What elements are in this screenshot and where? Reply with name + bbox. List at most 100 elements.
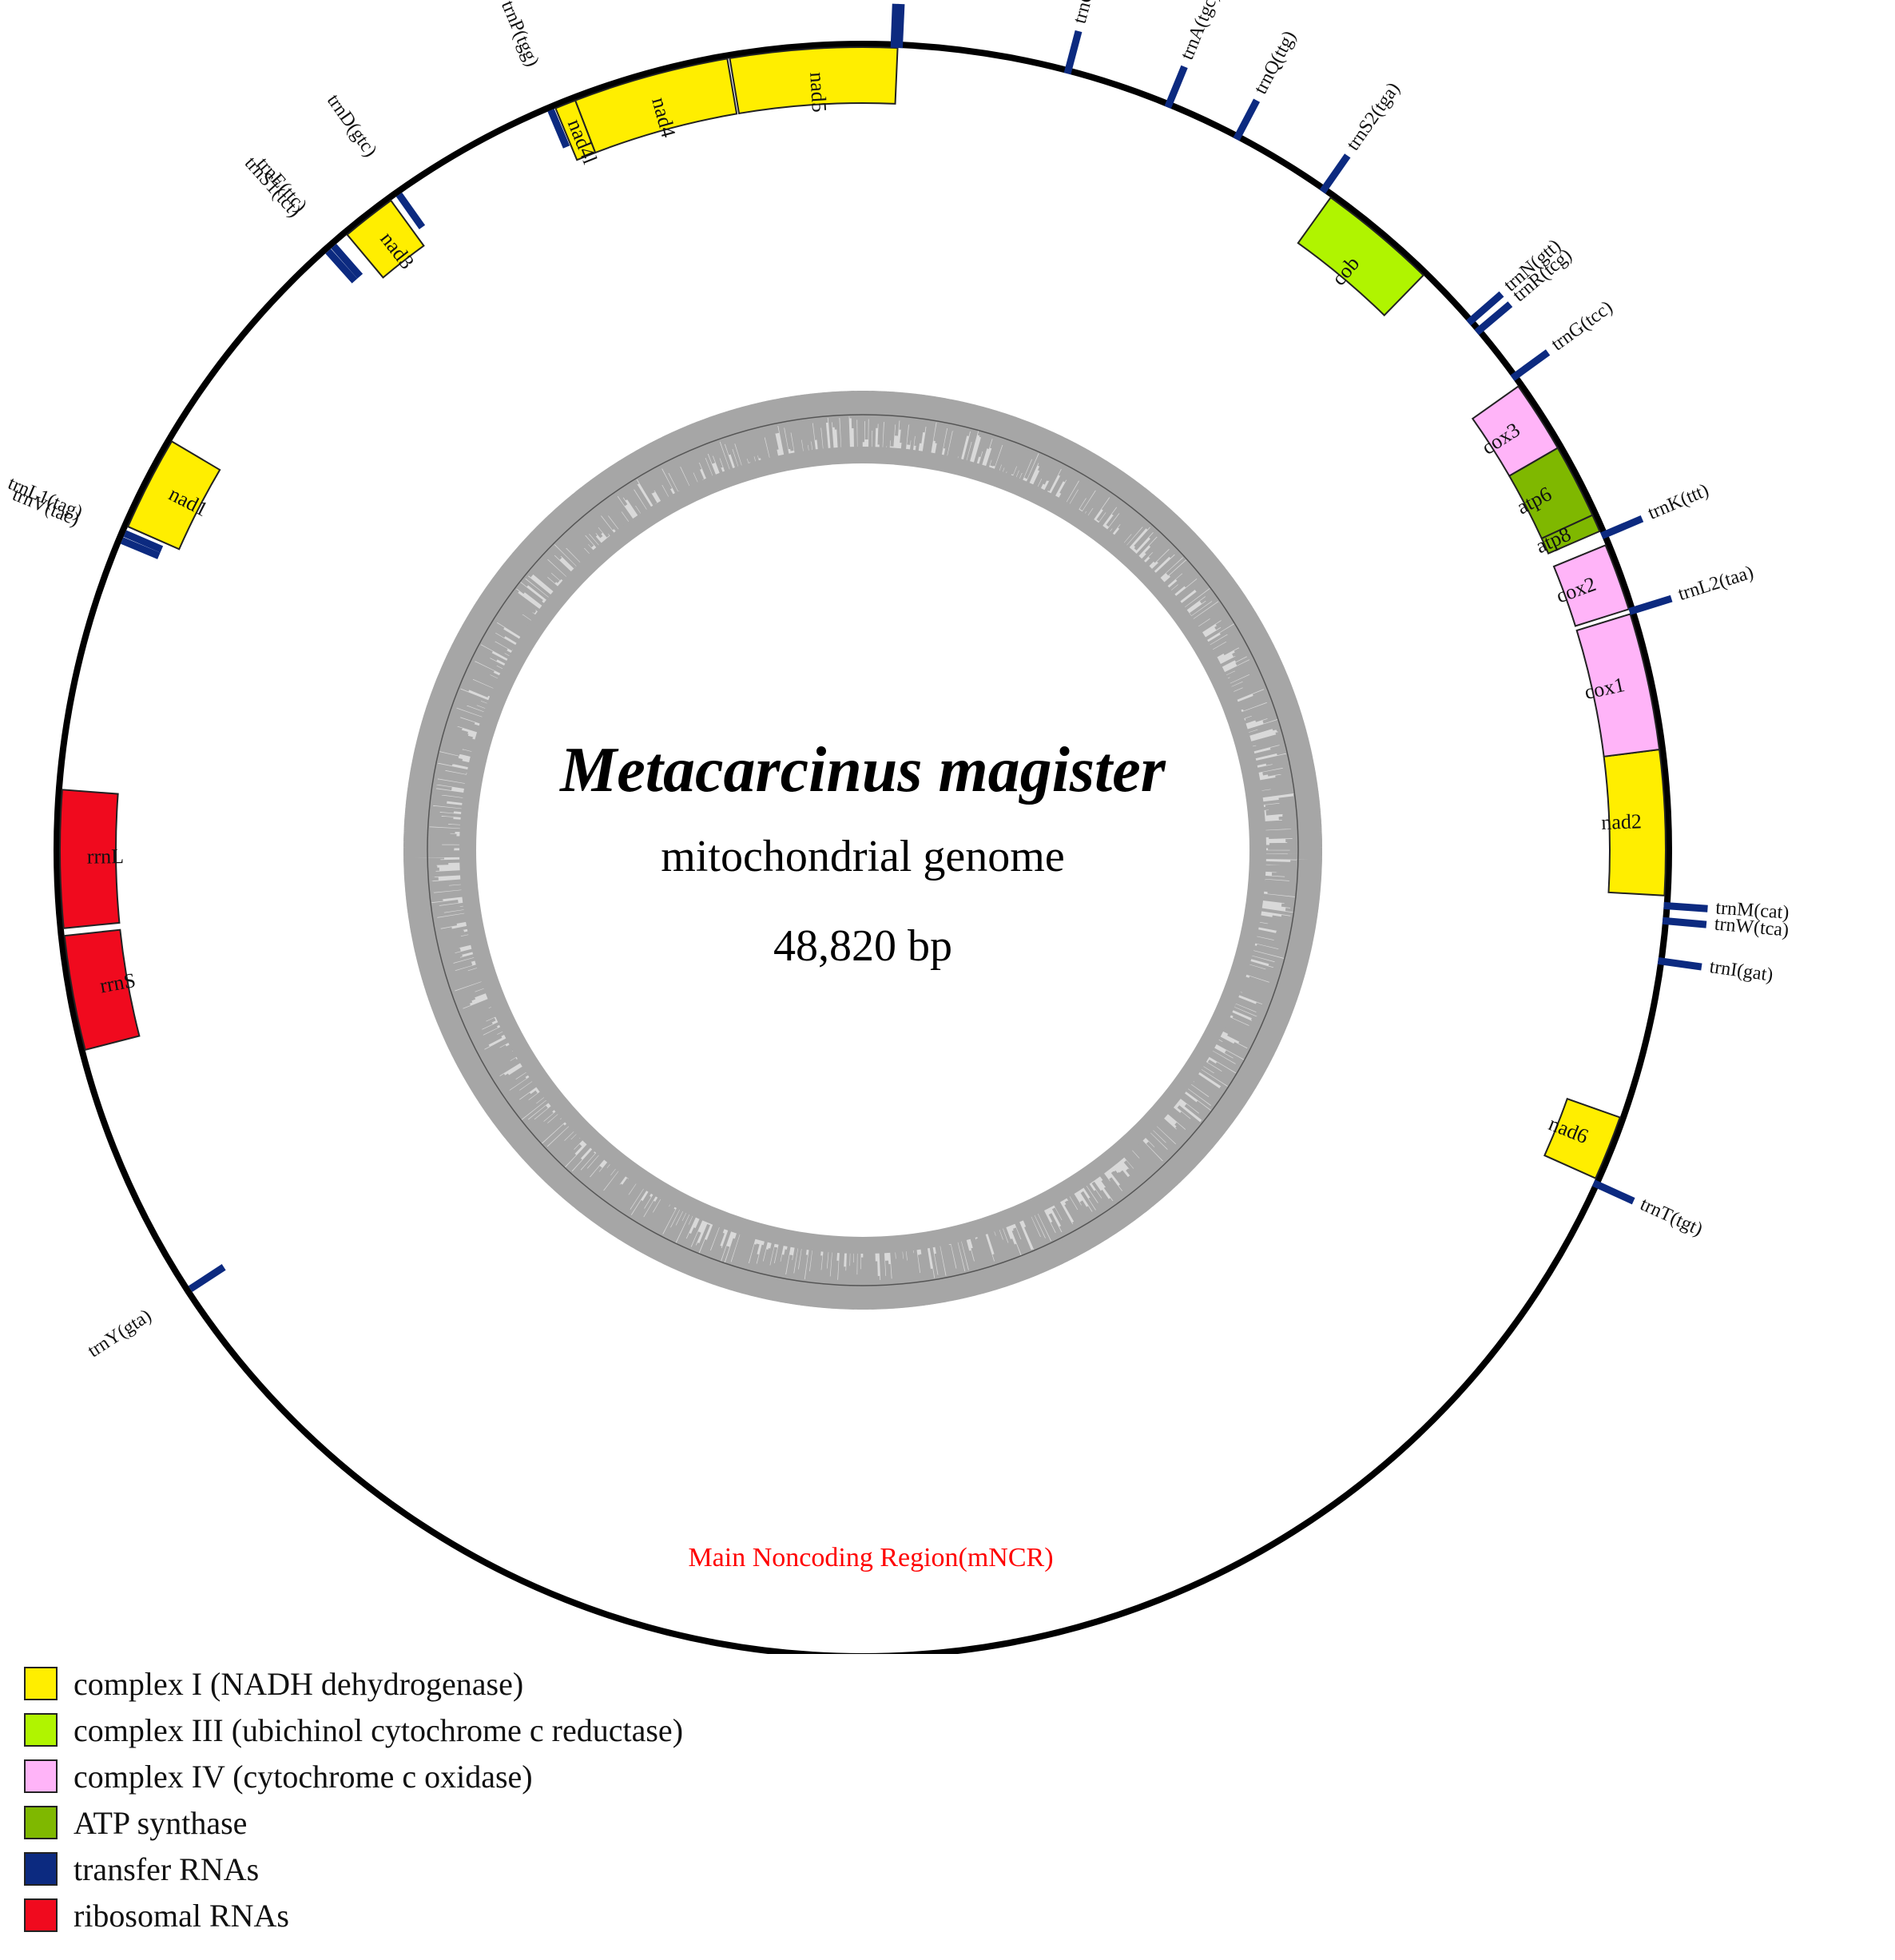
- trna-label: trnA(tgc): [1177, 0, 1223, 63]
- trna-trnq-ttg: trnQ(ttg): [1233, 28, 1301, 141]
- trna-label: trnS2(tga): [1343, 79, 1404, 155]
- trna-tick: [1466, 291, 1504, 326]
- trna-trnt-tgt: trnT(tgt): [1591, 1179, 1706, 1240]
- feature-block: [59, 789, 121, 929]
- trna-tick: [1657, 957, 1702, 971]
- trna-trnc-gca: trnC(gca): [1063, 0, 1109, 75]
- feature-nad6: nad6: [1543, 1097, 1621, 1180]
- feature-cox2: cox2: [1552, 544, 1630, 627]
- trna-tick: [1628, 594, 1673, 615]
- legend: complex I (NADH dehydrogenase) complex I…: [24, 1660, 683, 1938]
- gc-midline: [427, 414, 1299, 1286]
- feature-block: [554, 99, 597, 161]
- trna-tick: [1474, 301, 1513, 336]
- trna-trnl2-taa: trnL2(taa): [1628, 562, 1756, 615]
- genome-length: 48,820 bp: [773, 921, 952, 971]
- legend-item-transfer-rnas: transfer RNAs: [24, 1846, 683, 1892]
- genome-map: nad4nad4lnad5nad3nad1nad2nad6cobcox3cox2…: [5, 0, 1790, 1654]
- feature-block: [1575, 613, 1661, 757]
- legend-label: complex I (NADH dehydrogenase): [73, 1665, 524, 1702]
- trna-label: trnP(tgg): [497, 0, 543, 70]
- feature-label: nad5: [805, 71, 831, 113]
- feature-block: [729, 46, 899, 115]
- trna-tick: [120, 537, 161, 559]
- trna-tick: [1663, 901, 1708, 912]
- feature-cox1: cox1: [1575, 613, 1661, 757]
- legend-label: complex IV (cytochrome c oxidase): [73, 1758, 533, 1795]
- trna-label: trnY(gta): [84, 1306, 155, 1362]
- feature-block: [346, 199, 425, 279]
- legend-label: ribosomal RNAs: [73, 1897, 289, 1934]
- legend-swatch: [24, 1713, 58, 1747]
- trna-tick: [547, 109, 570, 149]
- feature-block: [63, 928, 141, 1052]
- trna-tick: [331, 244, 364, 279]
- trna-trnh-gtg: trnH(gtg): [890, 3, 900, 48]
- feature-cox3: cox3: [1471, 385, 1559, 478]
- trna-label: trnG(tcc): [1547, 297, 1616, 356]
- center-disc: [476, 463, 1249, 1237]
- species-name: Metacarcinus magister: [558, 735, 1166, 805]
- feature-block: [1540, 514, 1601, 555]
- genome-subtitle: mitochondrial genome: [661, 832, 1064, 881]
- trna-trnk-ttt: trnK(ttt): [1600, 480, 1712, 539]
- trna-tick: [1063, 30, 1083, 75]
- trna-trni-gat: trnI(gat): [1657, 956, 1774, 986]
- backbone-circle: [54, 41, 1672, 1654]
- legend-swatch: [24, 1806, 58, 1839]
- trna-tick: [1319, 153, 1351, 194]
- trna-tick: [1233, 98, 1261, 141]
- trna-tick: [188, 1264, 226, 1292]
- feature-block: [1603, 748, 1667, 897]
- trna-trns2-tga: trnS2(tga): [1319, 79, 1404, 194]
- trna-tick: [1510, 349, 1551, 381]
- trna-label: trnT(tgt): [1637, 1194, 1706, 1240]
- legend-swatch: [24, 1898, 58, 1932]
- trna-tick: [395, 192, 426, 229]
- trna-trnw-tca: trnW(tca): [1662, 914, 1790, 941]
- gene-features: nad4nad4lnad5nad3nad1nad2nad6cobcox3cox2…: [59, 46, 1667, 1180]
- ncr-label: Main Noncoding Region(mNCR): [688, 1543, 1053, 1572]
- legend-item-ribosomal-rnas: ribosomal RNAs: [24, 1892, 683, 1938]
- trna-trnf-gaa: trnF(gaa): [895, 3, 905, 49]
- trna-label: trnK(ttt): [1645, 480, 1712, 524]
- trna-tick: [1164, 65, 1188, 109]
- trna-label: trnD(gtc): [323, 90, 381, 161]
- trna-trng-tcc: trnG(tcc): [1510, 297, 1617, 381]
- feature-block: [126, 440, 221, 551]
- trna-trne-ttc: trnE(ttc): [252, 153, 364, 279]
- trna-tick: [1591, 1179, 1635, 1205]
- trna-trnm-cat: trnM(cat): [1663, 897, 1790, 924]
- feature-block: [574, 58, 738, 154]
- trna-tick: [123, 530, 164, 553]
- legend-swatch: [24, 1667, 58, 1700]
- legend-item-complex-iii: complex III (ubichinol cytochrome c redu…: [24, 1707, 683, 1753]
- trna-tick: [325, 248, 358, 284]
- legend-item-complex-i: complex I (NADH dehydrogenase): [24, 1660, 683, 1707]
- legend-item-complex-iv: complex IV (cytochrome c oxidase): [24, 1753, 683, 1799]
- trna-tick: [1600, 515, 1644, 539]
- feature-block: [1552, 544, 1630, 627]
- legend-item-atp-synthase: ATP synthase: [24, 1799, 683, 1846]
- trna-tick: [895, 3, 905, 49]
- gc-bars-path: [403, 390, 1323, 1310]
- legend-label: complex III (ubichinol cytochrome c redu…: [73, 1712, 684, 1748]
- trna-tick: [890, 3, 900, 48]
- feature-block: [1543, 1097, 1621, 1180]
- feature-nad5: nad5: [729, 46, 899, 115]
- trna-label: trnI(gat): [1708, 956, 1774, 986]
- legend-swatch: [24, 1852, 58, 1886]
- legend-swatch: [24, 1759, 58, 1793]
- feature-nad4: nad4: [574, 58, 738, 154]
- feature-nad3: nad3: [346, 199, 425, 279]
- feature-nad2: nad2: [1601, 748, 1667, 897]
- legend-label: ATP synthase: [73, 1804, 248, 1841]
- gc-skew-bars: [403, 390, 1323, 1310]
- trna-label: trnM(cat): [1715, 897, 1790, 923]
- feature-rrnl: rrnL: [59, 789, 125, 929]
- trna-label: trnQ(ttg): [1250, 28, 1301, 98]
- legend-label: transfer RNAs: [73, 1851, 260, 1887]
- trna-label: trnC(gca): [1070, 0, 1109, 26]
- feature-nad1: nad1: [126, 440, 221, 551]
- feature-label: rrnL: [87, 845, 125, 869]
